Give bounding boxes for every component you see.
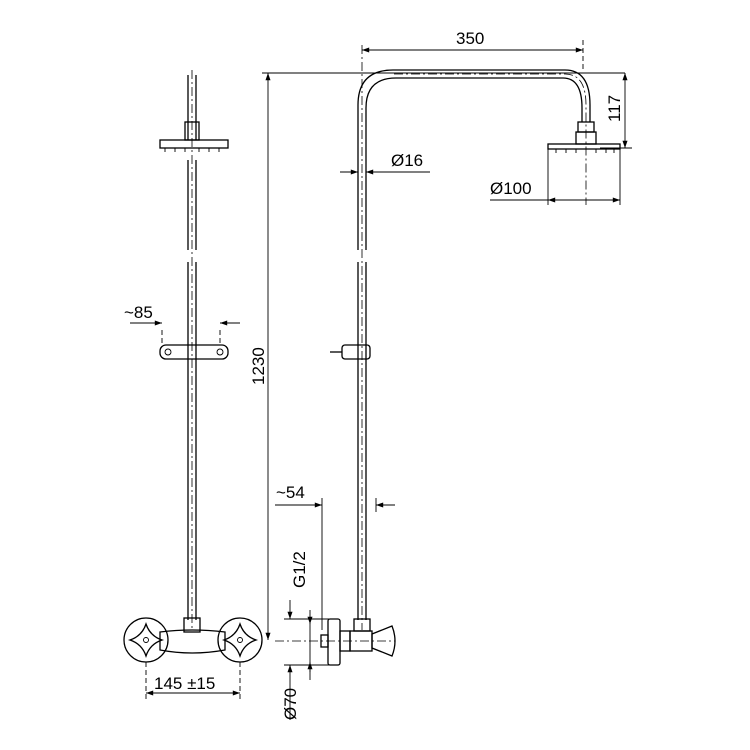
front-view: ~85 145 ±15 (123, 70, 263, 700)
front-shower-head (159, 121, 229, 152)
side-valve (275, 618, 396, 666)
dim-total-height: 1230 (249, 72, 625, 640)
dim-head-diameter: Ø100 (490, 149, 621, 205)
dim-arm-length-label: 350 (456, 29, 484, 48)
dim-soap-holder-label: ~85 (124, 303, 153, 322)
dim-head-height-label: 117 (605, 95, 624, 122)
front-mixer (123, 617, 263, 663)
dim-escutcheon-diameter-label: Ø70 (281, 688, 300, 720)
dim-pipe-diameter-label: Ø16 (391, 151, 423, 170)
side-soap-holder (330, 344, 371, 360)
front-soap-holder (159, 344, 229, 360)
dim-pipe-diameter: Ø16 (340, 151, 430, 175)
dim-thread-label: G1/2 (290, 551, 309, 588)
dim-head-height: 117 (600, 72, 632, 149)
dim-wall-offset: ~54 (275, 483, 395, 630)
front-pipe (187, 70, 197, 630)
dim-head-diameter-label: Ø100 (490, 179, 532, 198)
valve-handle (371, 625, 396, 657)
wall-escutcheon (327, 618, 341, 666)
dim-wall-offset-label: ~54 (276, 483, 305, 502)
dim-inlet-spacing-label: 145 ±15 (154, 674, 215, 693)
dim-thread: G1/2 (290, 551, 313, 680)
side-view: 350 117 Ø16 Ø100 (275, 29, 632, 720)
dim-total-height-label: 1230 (249, 347, 268, 385)
front-dim-soap-holder: ~85 (124, 303, 240, 345)
front-dim-inlet-spacing: 145 ±15 (145, 662, 241, 700)
side-shower-head (547, 121, 621, 153)
side-pipe-arm (357, 45, 591, 630)
dim-escutcheon-diameter: Ø70 (281, 600, 330, 720)
dim-arm-length: 350 (362, 29, 584, 70)
